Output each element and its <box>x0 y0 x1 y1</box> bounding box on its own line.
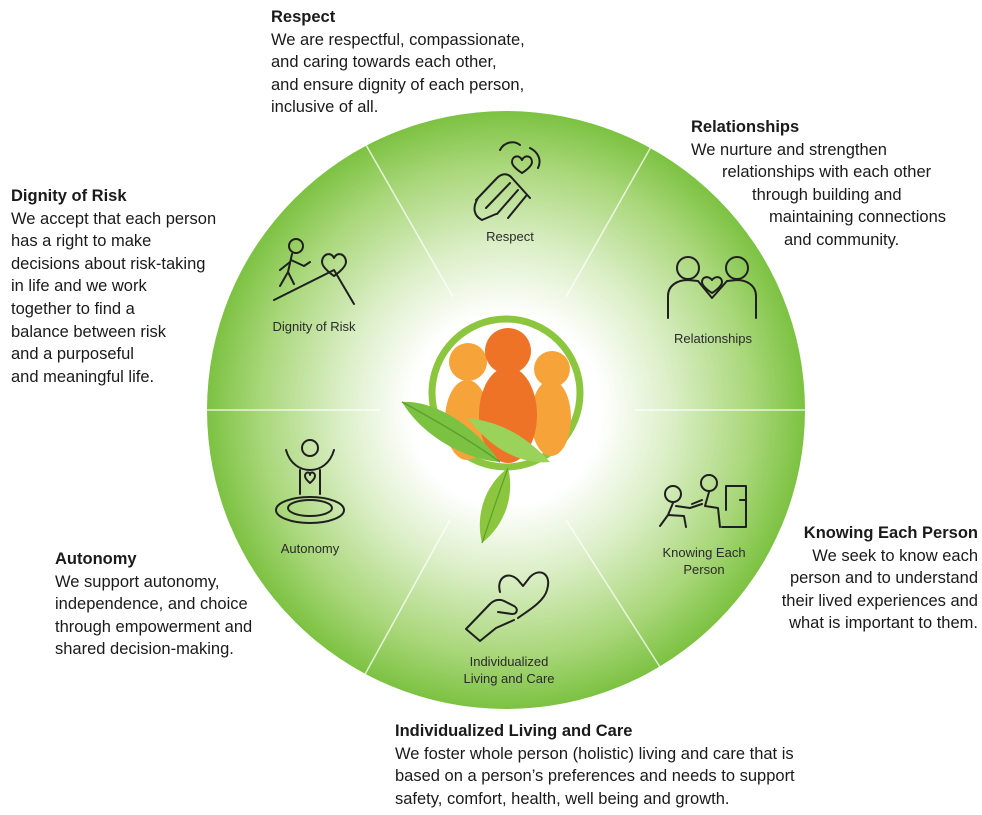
people-holding-heart-icon <box>667 256 757 319</box>
segment-label-respect: Respect <box>486 229 534 244</box>
knowing-line: their lived experiences and <box>781 591 978 610</box>
segment-label-knowing-line1: Knowing Each <box>662 545 745 560</box>
relationships-title: Relationships <box>691 118 800 136</box>
relationships-line: and community. <box>784 230 900 249</box>
segment-label-individualized-line2: Living and Care <box>463 671 554 686</box>
dignity-title: Dignity of Risk <box>11 187 127 205</box>
respect-line: We are respectful, compassionate, <box>271 30 525 49</box>
segment-label-individualized-line1: Individualized <box>470 654 549 669</box>
individualized-title: Individualized Living and Care <box>395 722 633 740</box>
hand-holding-heart-icon <box>465 571 550 642</box>
respect-title: Respect <box>271 8 336 26</box>
individualized-description: Individualized Living and Care We foster… <box>395 720 795 810</box>
person-left-head <box>449 343 487 381</box>
respect-line: inclusive of all. <box>271 98 379 117</box>
leaf-bottom-inner <box>481 467 509 544</box>
divider-lower-right <box>565 519 661 668</box>
divider-upper-right <box>565 130 661 298</box>
dignity-line: decisions about risk-taking <box>11 254 206 273</box>
segment-label-dignity: Dignity of Risk <box>272 319 356 334</box>
person-right-head <box>534 351 570 387</box>
autonomy-line: through empowerment and <box>55 617 253 636</box>
relationships-line: through building and <box>752 185 902 204</box>
logo-ring <box>428 315 584 471</box>
divider-lower-left <box>357 519 451 688</box>
segment-label-autonomy: Autonomy <box>281 541 340 556</box>
caregiver-kneeling-icon <box>659 474 747 528</box>
dignity-line: and meaningful life. <box>11 367 155 386</box>
person-target-heart-icon <box>275 439 345 524</box>
person-right-body <box>531 380 571 456</box>
autonomy-line: We support autonomy, <box>55 572 220 591</box>
individualized-line: based on a person’s preferences and need… <box>395 767 795 786</box>
individualized-line: safety, comfort, health, well being and … <box>395 789 730 808</box>
dignity-line: balance between risk <box>11 322 167 341</box>
center-logo <box>401 315 584 544</box>
respect-line: and ensure dignity of each person, <box>271 75 525 94</box>
leaf-right <box>468 418 550 463</box>
wheel-dividers <box>207 130 805 688</box>
relationships-line: relationships with each other <box>722 163 932 182</box>
leaf-left <box>402 401 500 462</box>
autonomy-description: Autonomy We support autonomy, independen… <box>55 548 252 661</box>
person-center-head <box>485 328 531 374</box>
knowing-title: Knowing Each Person <box>803 524 978 542</box>
dignity-line: has a right to make <box>11 232 152 251</box>
helping-hands-heart-icon <box>473 141 541 221</box>
relationships-line: We nurture and strengthen <box>691 140 887 159</box>
climber-heart-icon <box>273 238 355 305</box>
dignity-line: together to find a <box>11 299 135 318</box>
knowing-line: what is important to them. <box>789 614 978 633</box>
autonomy-line: shared decision-making. <box>55 640 234 659</box>
knowing-line: person and to understand <box>789 569 978 588</box>
segment-label-knowing-line2: Person <box>683 562 724 577</box>
divider-top <box>357 130 454 298</box>
individualized-line: We foster whole person (holistic) living… <box>395 744 794 763</box>
relationships-line: maintaining connections <box>769 208 947 227</box>
knowing-line: We seek to know each <box>812 546 978 565</box>
autonomy-line: independence, and choice <box>55 595 248 614</box>
relationships-description: Relationships We nurture and strengthen … <box>691 116 946 252</box>
autonomy-title: Autonomy <box>55 550 137 568</box>
dignity-line: in life and we work <box>11 277 147 296</box>
respect-description: Respect We are respectful, compassionate… <box>271 6 525 119</box>
segment-label-relationships: Relationships <box>674 331 753 346</box>
dignity-description: Dignity of Risk We accept that each pers… <box>11 185 216 388</box>
dignity-line: We accept that each person <box>11 209 217 228</box>
dignity-line: and a purposeful <box>11 345 134 364</box>
knowing-description: Knowing Each Person We seek to know each… <box>782 522 978 635</box>
leaf-left-inner <box>401 401 501 463</box>
respect-line: and caring towards each other, <box>271 53 497 72</box>
